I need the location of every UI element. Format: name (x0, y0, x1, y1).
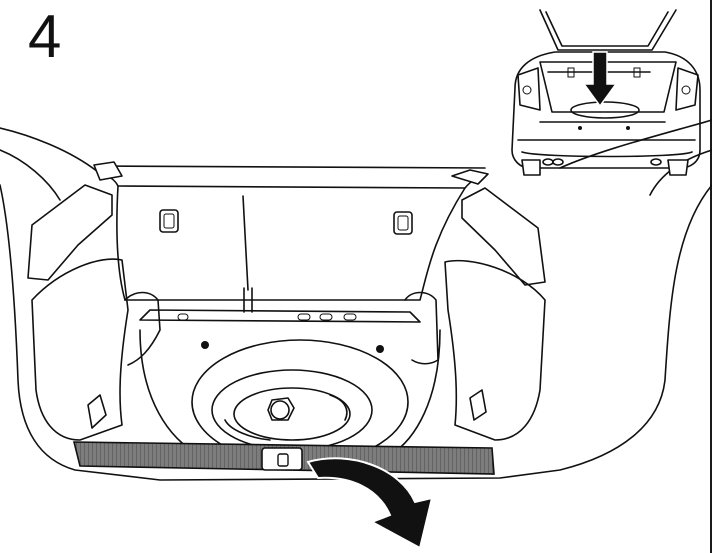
down-arrow (582, 51, 618, 108)
step-number: 4 (28, 3, 62, 70)
lift-arrow (306, 457, 434, 550)
trunk-view (0, 119, 712, 550)
rear-car-inset (511, 9, 701, 176)
